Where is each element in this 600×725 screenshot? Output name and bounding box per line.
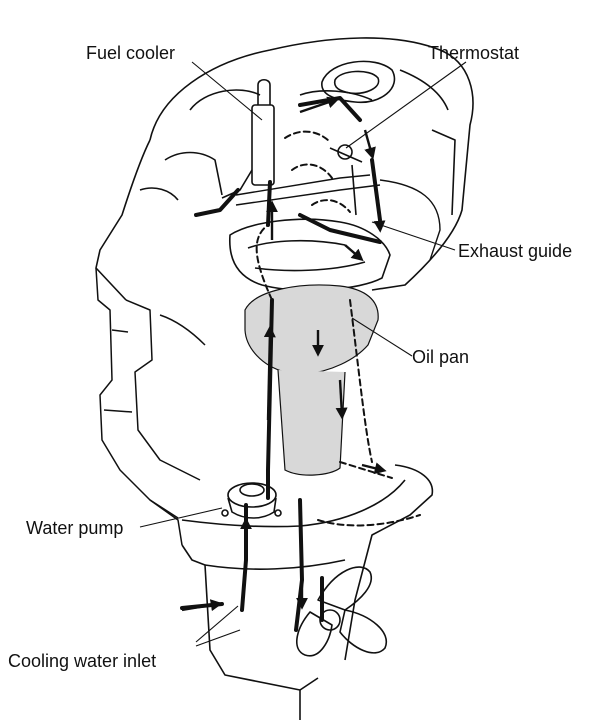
exhaust-guide-part	[229, 218, 391, 292]
engine-cowling	[95, 37, 474, 301]
propeller	[296, 566, 388, 657]
label-cooling-water-inlet: Cooling water inlet	[8, 651, 157, 671]
fuel-cooler-part	[221, 78, 275, 199]
label-thermostat: Thermostat	[428, 43, 520, 63]
flow-arrows	[181, 96, 387, 612]
label-oil-pan: Oil pan	[412, 347, 470, 367]
engine-block	[95, 267, 206, 546]
thin-pipes	[235, 174, 441, 261]
water-pump-part	[221, 482, 282, 519]
flow-paths-dashed	[255, 130, 421, 527]
oil-pan-lower	[277, 369, 346, 476]
leader-lines	[139, 61, 467, 647]
thermostat-part	[329, 144, 363, 216]
label-water-pump: Water pump	[26, 518, 124, 538]
drive-shaft-housing	[181, 464, 434, 720]
oil-pan-part	[244, 284, 379, 375]
label-fuel-cooler: Fuel cooler	[86, 43, 176, 63]
label-exhaust-guide: Exhaust guide	[458, 241, 573, 261]
